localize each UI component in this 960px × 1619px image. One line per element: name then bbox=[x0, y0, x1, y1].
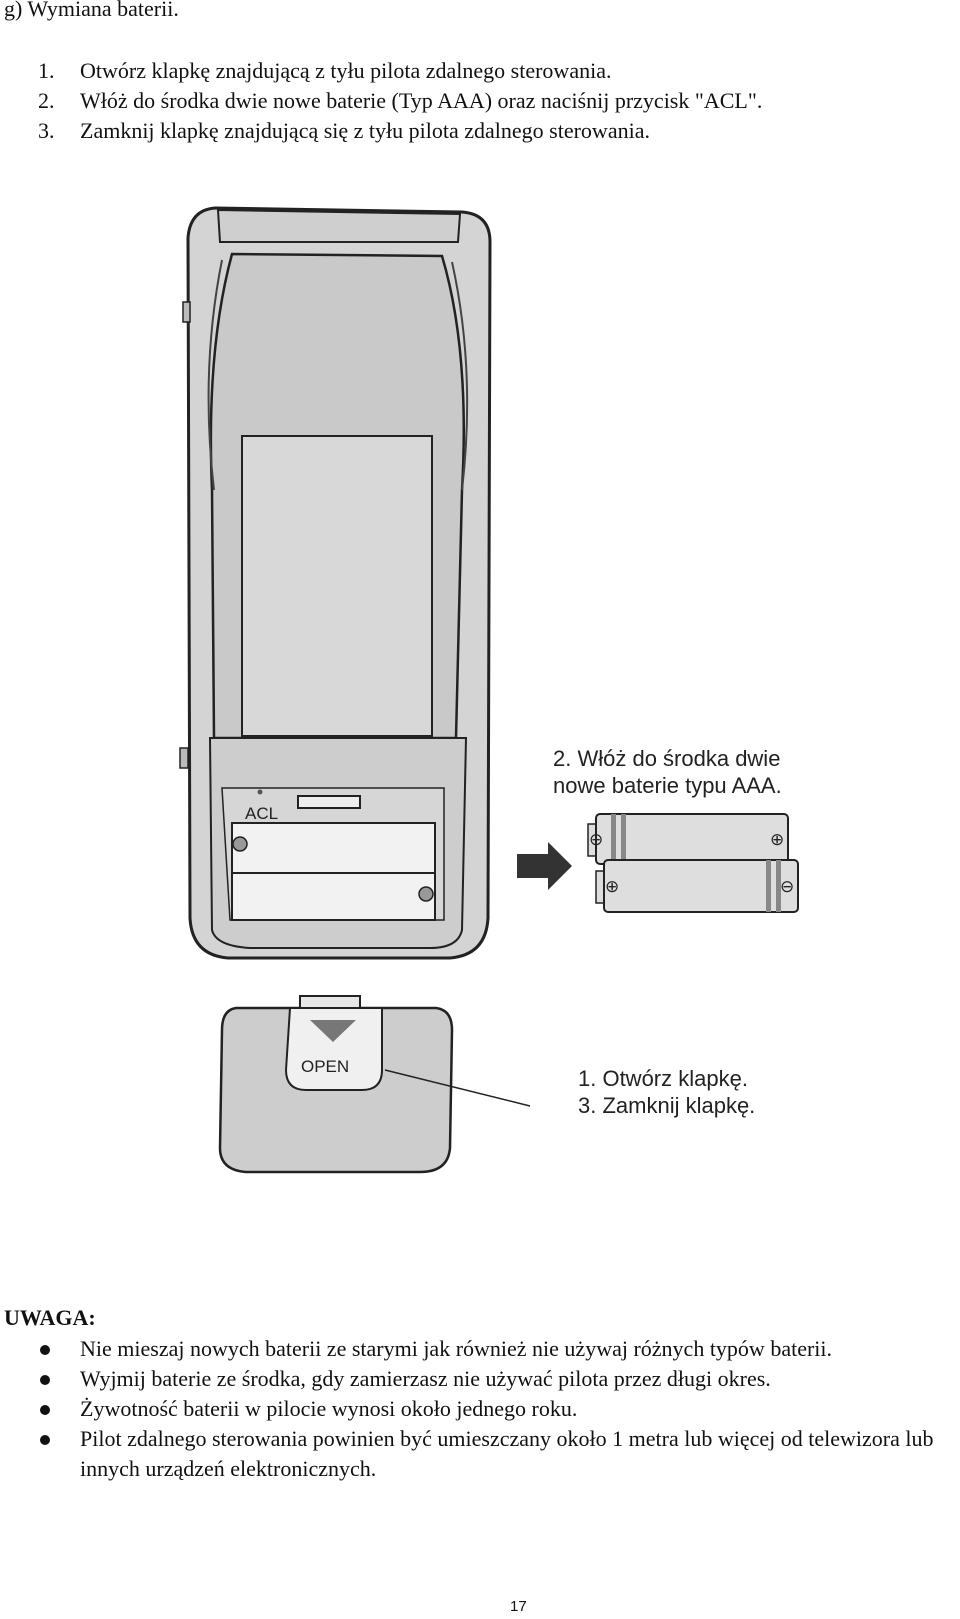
step-number: 3. bbox=[38, 118, 55, 143]
bullet-icon bbox=[38, 1424, 80, 1484]
callout-cover-line2: 3. Zamknij klapkę. bbox=[578, 1093, 755, 1118]
callout-insert-line2: nowe baterie typu AAA. bbox=[553, 773, 782, 798]
page-number: 17 bbox=[510, 1598, 527, 1615]
acl-label: ACL bbox=[245, 804, 278, 823]
warning-title: UWAGA: bbox=[4, 1305, 96, 1330]
installed-battery bbox=[231, 822, 436, 874]
open-label: OPEN bbox=[301, 1057, 349, 1076]
battery-cover-illustration: OPEN bbox=[218, 995, 531, 1174]
step-text: Otwórz klapkę znajdującą z tyłu pilota z… bbox=[80, 58, 612, 83]
callout-insert-line1: 2. Włóż do środka dwie bbox=[553, 746, 780, 771]
bullet-icon bbox=[38, 1364, 80, 1394]
warning-text: Wyjmij baterie ze środka, gdy zamierzasz… bbox=[80, 1366, 771, 1391]
warning-item: Wyjmij baterie ze środka, gdy zamierzasz… bbox=[38, 1364, 953, 1394]
step-text: Włóż do środka dwie nowe baterie (Typ AA… bbox=[80, 88, 763, 113]
step-text: Zamknij klapkę znajdującą się z tyłu pil… bbox=[80, 118, 650, 143]
arrow-down-icon bbox=[310, 1020, 356, 1042]
battery-replacement-figure: ACL OPEN 2. Włóż do środka dwie nowe bat… bbox=[179, 206, 799, 1174]
step-item: 1. Otwórz klapkę znajdującą z tyłu pilota… bbox=[38, 56, 762, 86]
step-item: 3. Zamknij klapkę znajdującą się z tyłu p… bbox=[38, 116, 762, 146]
minus-icon: ⊖ bbox=[780, 877, 794, 896]
warning-item: Nie mieszaj nowych baterii ze starymi ja… bbox=[38, 1334, 953, 1364]
warning-text: Nie mieszaj nowych baterii ze starymi ja… bbox=[80, 1336, 833, 1361]
bullet-icon bbox=[38, 1334, 80, 1364]
plus-icon: ⊕ bbox=[770, 830, 784, 849]
callout-cover-line1: 1. Otwórz klapkę. bbox=[578, 1066, 748, 1091]
warning-item: Pilot zdalnego sterowania powinien być u… bbox=[38, 1424, 953, 1484]
plus-icon: ⊕ bbox=[605, 877, 619, 896]
acl-button bbox=[257, 789, 263, 795]
step-number: 1. bbox=[38, 58, 55, 83]
step-item: 2. Włóż do środka dwie nowe baterie (Typ … bbox=[38, 86, 762, 116]
minus-icon: ⊖ bbox=[589, 830, 603, 849]
warning-text: Pilot zdalnego sterowania powinien być u… bbox=[80, 1426, 934, 1481]
step-number: 2. bbox=[38, 88, 55, 113]
installed-battery bbox=[231, 872, 436, 921]
remote-control-illustration: ACL bbox=[179, 206, 492, 960]
bullet-icon bbox=[38, 1394, 80, 1424]
warning-list: Nie mieszaj nowych baterii ze starymi ja… bbox=[38, 1334, 953, 1484]
instruction-steps: 1. Otwórz klapkę znajdującą z tyłu pilota… bbox=[38, 56, 762, 146]
warning-text: Żywotność baterii w pilocie wynosi około… bbox=[80, 1396, 578, 1421]
arrow-right-icon bbox=[517, 842, 572, 890]
new-battery: ⊖ ⊕ bbox=[587, 813, 789, 865]
section-heading: g) Wymiana baterii. bbox=[4, 0, 179, 21]
warning-item: Żywotność baterii w pilocie wynosi około… bbox=[38, 1394, 953, 1424]
new-battery: ⊕ ⊖ bbox=[595, 859, 799, 913]
